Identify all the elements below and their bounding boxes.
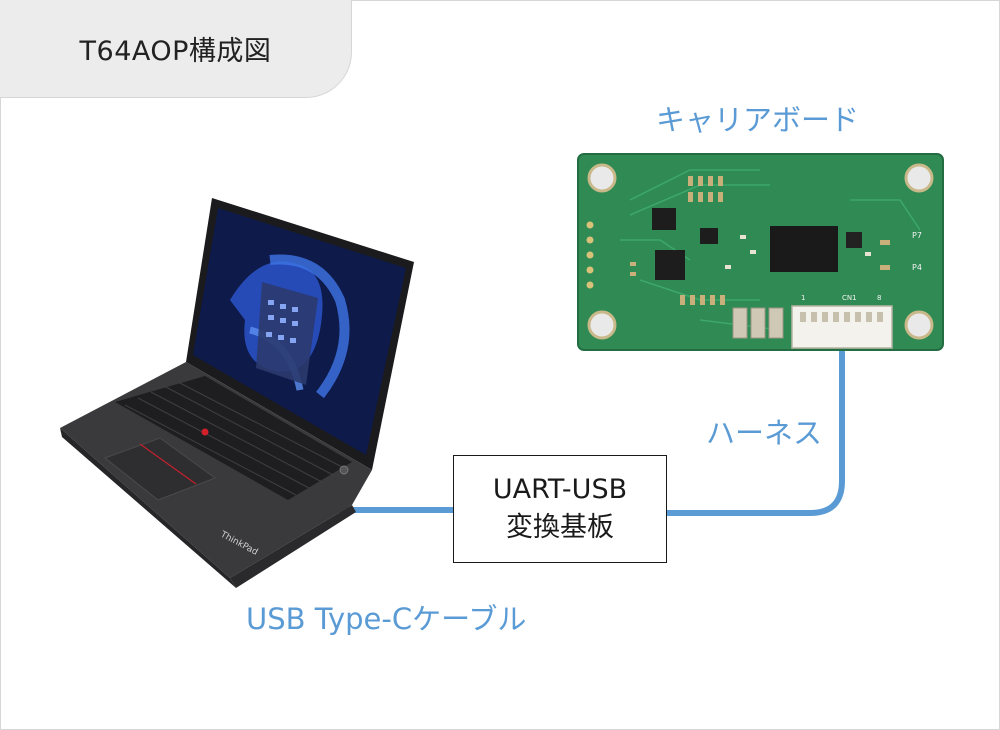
silk-pin8: 8 bbox=[877, 294, 881, 302]
title-tab: T64AOP構成図 bbox=[0, 0, 352, 98]
laptop-image: ThinkPad bbox=[60, 198, 414, 588]
harness-cable-line bbox=[664, 349, 845, 516]
carrier-board-image: P7 P4 CN1 1 8 bbox=[577, 153, 944, 351]
label-carrier-board: キャリアボード bbox=[656, 103, 860, 137]
silk-cn1: CN1 bbox=[842, 294, 857, 302]
converter-line1: UART-USB bbox=[492, 474, 628, 505]
converter-line2: 変換基板 bbox=[506, 512, 614, 543]
label-harness: ハーネス bbox=[706, 416, 823, 450]
silk-p7: P7 bbox=[912, 231, 922, 240]
silk-p4: P4 bbox=[912, 263, 922, 272]
silk-pin1: 1 bbox=[801, 294, 805, 302]
uart-usb-converter-box: UART-USB 変換基板 bbox=[453, 455, 667, 563]
diagram-title: T64AOP構成図 bbox=[79, 36, 272, 67]
label-usb-cable: USB Type-Cケーブル bbox=[246, 602, 527, 636]
